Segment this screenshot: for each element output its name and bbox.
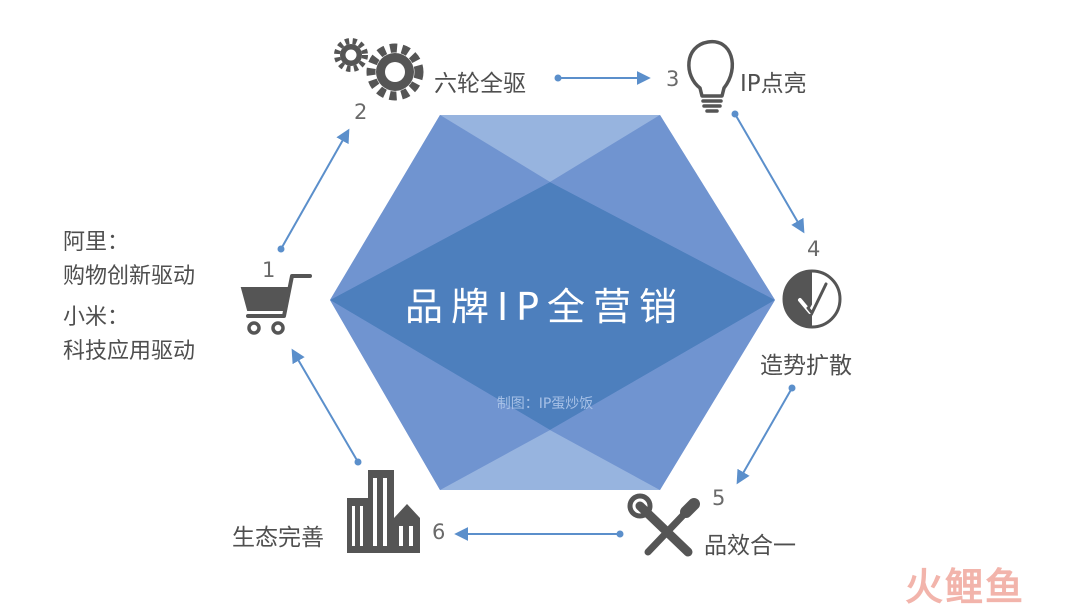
diagram-credit: 制图：IP蛋炒饭	[496, 396, 594, 412]
shopping-cart-icon	[240, 274, 312, 335]
light-bulb-icon	[687, 40, 735, 113]
arrow-4-to-5-start	[788, 384, 796, 392]
hexagon-bottom-lobe	[440, 430, 660, 490]
arrow-1-to-2-start	[277, 245, 285, 253]
step-1-number: 1	[262, 258, 276, 282]
arrow-6-to-1-start	[354, 458, 362, 466]
hexagon-lower-left-facet	[330, 300, 550, 490]
hexagon-right-facet	[550, 115, 775, 300]
hexagon-top-lobe	[440, 115, 660, 182]
hexagon-left-facet	[330, 115, 550, 300]
step-6-label: 生态完善	[232, 525, 324, 551]
cycle-arrows	[277, 71, 805, 541]
step-2-number: 2	[354, 100, 368, 124]
arrow-4-to-5	[736, 387, 793, 485]
step-4-number: 4	[807, 237, 821, 261]
arrow-2-to-3-start	[554, 74, 562, 82]
xiaomi-note: 小米： 科技应用驱动	[63, 301, 195, 369]
alibaba-note-line2: 购物创新驱动	[63, 264, 196, 289]
arrow-3-to-4-start	[731, 110, 739, 118]
step-4-label: 造势扩散	[760, 353, 852, 379]
step-3-number: 3	[666, 67, 680, 91]
xiaomi-note-line1: 小米：	[63, 305, 130, 330]
alibaba-note-line1: 阿里：	[63, 230, 130, 255]
center-hexagon	[330, 115, 775, 490]
gears-icon	[334, 38, 424, 101]
hexagon-lower-right-facet	[550, 300, 775, 490]
step-5-number: 5	[712, 486, 726, 510]
arrow-1-to-2	[280, 128, 350, 250]
center-title: 品牌IP全营销	[404, 285, 686, 329]
step-6-number: 6	[432, 520, 446, 544]
step-2-label: 六轮全驱	[434, 71, 526, 97]
xiaomi-note-line2: 科技应用驱动	[63, 339, 196, 364]
arrow-3-to-4	[734, 113, 805, 234]
arrow-5-to-6-start	[616, 530, 624, 538]
check-clock-icon	[782, 269, 842, 329]
arrow-6-to-1	[291, 348, 359, 463]
hexagon-inner-diamond	[330, 182, 775, 430]
buildings-icon	[347, 470, 420, 553]
step-3-label: IP点亮	[740, 71, 807, 97]
watermark-logo: 火鲤鱼	[905, 565, 1026, 608]
tools-icon	[627, 493, 700, 557]
alibaba-note: 阿里： 购物创新驱动	[63, 226, 195, 294]
step-5-label: 品效合一	[704, 533, 796, 559]
